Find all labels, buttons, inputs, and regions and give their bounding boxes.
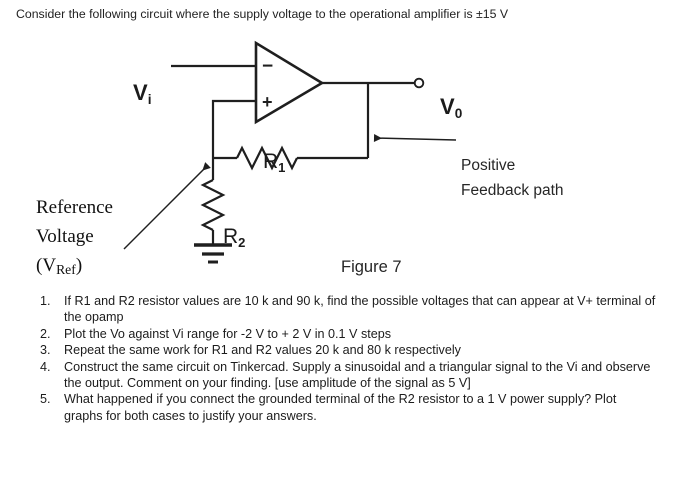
opamp-triangle-icon <box>254 40 325 125</box>
annotation-positive-feedback-line1: Positive <box>461 157 516 174</box>
intro-paragraph: Consider the following circuit where the… <box>16 7 509 21</box>
list-item: 3. Repeat the same work for R1 and R2 va… <box>40 342 660 358</box>
question-list: 1. If R1 and R2 resistor values are 10 k… <box>40 293 660 424</box>
list-item-text: Plot the Vo against Vi range for -2 V to… <box>64 326 392 341</box>
annotation-arrow-positive-feedback <box>373 134 457 142</box>
annotation-reference-voltage-line3: (VRef) <box>36 251 113 281</box>
label-output-voltage: V0 <box>440 94 463 121</box>
list-item-number: 5. <box>40 392 51 407</box>
label-resistor-r1: R1 <box>263 150 286 175</box>
label-input-voltage: Vi <box>133 80 152 107</box>
list-item: 5. What happened if you connect the grou… <box>40 391 660 424</box>
annotation-arrow-reference-voltage <box>123 162 211 250</box>
annotation-reference-voltage: Reference Voltage (VRef) <box>36 193 113 281</box>
circuit-schematic-svg: − + <box>123 40 457 264</box>
label-resistor-r2: R2 <box>223 225 246 250</box>
annotation-vref-subscript: Ref <box>56 262 76 278</box>
label-resistor-r2-main: R <box>223 225 239 248</box>
annotation-positive-feedback-path: Positive Feedback path <box>461 153 564 203</box>
wire-noninverting-input-to-divider <box>211 99 256 158</box>
label-resistor-r2-subscript: 2 <box>238 234 246 250</box>
list-item: 2. Plot the Vo against Vi range for -2 V… <box>40 326 660 342</box>
annotation-vref-close: ) <box>75 255 83 276</box>
annotation-reference-voltage-line1: Reference <box>36 197 113 218</box>
list-item-text: If R1 and R2 resistor values are 10 k an… <box>64 294 656 325</box>
label-input-voltage-subscript: i <box>147 91 152 107</box>
output-terminal-node-icon <box>413 77 425 89</box>
label-resistor-r1-subscript: 1 <box>278 159 286 175</box>
list-item: 1. If R1 and R2 resistor values are 10 k… <box>40 293 660 326</box>
list-item-text: Repeat the same work for R1 and R2 value… <box>64 343 461 358</box>
circuit-diagram: − + Vi V0 R1 R2 Positive Feedback path R… <box>0 28 698 283</box>
annotation-vref-open: (V <box>36 255 57 276</box>
annotation-reference-voltage-line2: Voltage <box>36 226 94 247</box>
list-item-text: Construct the same circuit on Tinkercad.… <box>64 359 651 391</box>
resistor-r1-icon <box>236 145 298 171</box>
label-output-voltage-main: V <box>440 94 455 119</box>
list-item-number: 1. <box>40 294 51 308</box>
opamp-noninverting-sign: + <box>262 92 273 112</box>
annotation-positive-feedback-line2: Feedback path <box>461 182 564 199</box>
resistor-r2-icon <box>200 179 226 231</box>
list-item-text: What happened if you connect the grounde… <box>64 392 617 423</box>
list-item-number: 3. <box>40 343 51 358</box>
label-output-voltage-subscript: 0 <box>454 105 463 121</box>
opamp-inverting-sign: − <box>262 56 273 77</box>
label-resistor-r1-main: R <box>263 150 279 173</box>
list-item: 4. Construct the same circuit on Tinkerc… <box>40 359 660 392</box>
list-item-number: 4. <box>40 359 51 374</box>
label-input-voltage-main: V <box>133 80 148 105</box>
list-item-number: 2. <box>40 326 51 341</box>
figure-caption: Figure 7 <box>341 258 402 276</box>
